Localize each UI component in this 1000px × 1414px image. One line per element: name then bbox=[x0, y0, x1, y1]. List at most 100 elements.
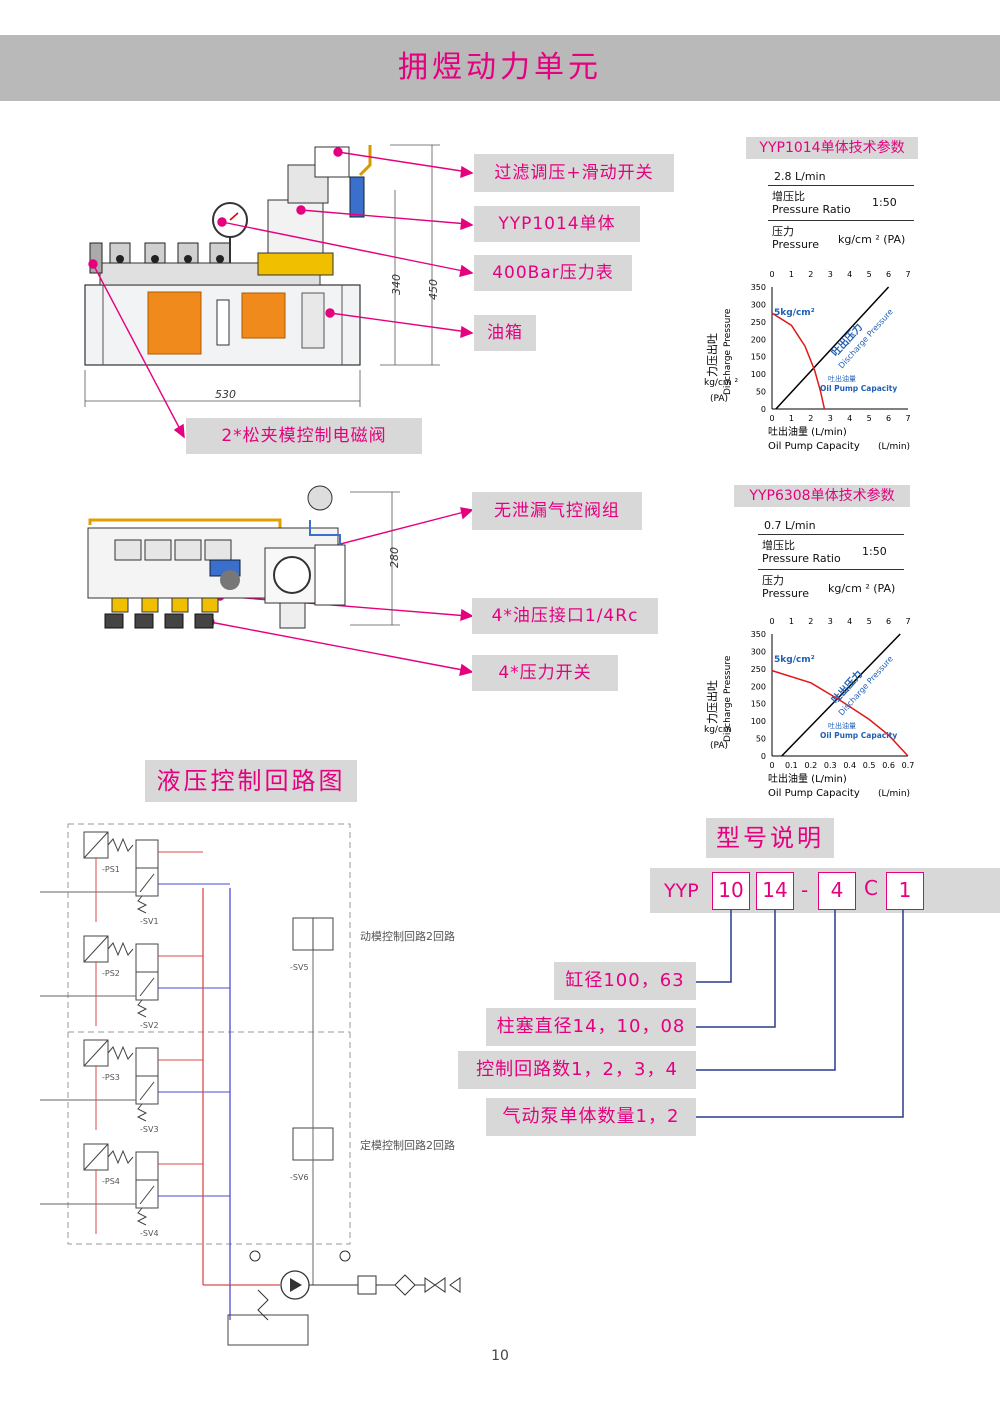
valve-arrow bbox=[139, 1081, 155, 1101]
callout-gauge: 400Bar压力表 bbox=[474, 255, 632, 291]
spec2-x-top-tick: 6 bbox=[886, 617, 891, 626]
spec2-press-unit: kg/cm ² (PA) bbox=[828, 582, 896, 595]
valve-arrow bbox=[139, 873, 155, 893]
spec1-x-top-tick: 0 bbox=[769, 270, 774, 279]
valve-arrow bbox=[139, 1185, 155, 1205]
spec1-press-row: 压力 Pressure kg/cm ² (PA) bbox=[768, 221, 914, 255]
spring-icon bbox=[107, 1045, 134, 1061]
spec1-curve-en: Oil Pump Capacity bbox=[820, 384, 897, 393]
spec1-flow: 2.8 L/min bbox=[768, 168, 914, 186]
spec1-press-unit: kg/cm ² (PA) bbox=[838, 233, 906, 246]
spec2-x-tick: 0.6 bbox=[882, 761, 895, 770]
spec2-tag-5kg: 5kg/cm² bbox=[774, 655, 815, 665]
callout-solenoid-valves: 2*松夹模控制电磁阀 bbox=[186, 418, 422, 454]
spec1-chart: 00112233445566770501001502002503003505kg… bbox=[704, 270, 911, 452]
spec2-press-en: Pressure bbox=[762, 587, 809, 600]
spec2-ratio-val: 1:50 bbox=[862, 545, 887, 558]
spec2-ratio-en: Pressure Ratio bbox=[762, 552, 841, 565]
spec1-y-tick: 150 bbox=[751, 353, 766, 362]
spec2-x-top-tick: 4 bbox=[847, 617, 852, 626]
spec1-y-tick: 250 bbox=[751, 318, 766, 327]
spec2-x-top-tick: 7 bbox=[905, 617, 910, 626]
spring-icon bbox=[107, 941, 134, 957]
hydraulic-circuit-diagram: -PS1-SV1-PS2-SV2-PS3-SV3-PS4-SV4 -SV5 -S… bbox=[40, 823, 461, 1346]
spec1-ratio-val: 1:50 bbox=[872, 196, 897, 209]
spec1-ratio-row: 增压比 Pressure Ratio 1:50 bbox=[768, 186, 914, 221]
model-desc-bore: 缸径100，63 bbox=[554, 962, 696, 1000]
spec2-x-tick: 0.5 bbox=[863, 761, 876, 770]
spec2-y-tick: 0 bbox=[761, 752, 766, 761]
spec1-press-en: Pressure bbox=[772, 238, 819, 251]
spec2-y-tick: 150 bbox=[751, 700, 766, 709]
spec2-title: YYP6308单体技术参数 bbox=[734, 485, 910, 507]
spec2-table: 0.7 L/min 增压比 Pressure Ratio 1:50 压力 Pre… bbox=[758, 517, 904, 604]
spec1-x-tick: 0 bbox=[769, 414, 774, 423]
spec1-x-label-cn: 吐出油量 (L/min) bbox=[768, 425, 847, 438]
spec1-ratio-en: Pressure Ratio bbox=[772, 203, 851, 216]
ps-label: -PS4 bbox=[102, 1177, 120, 1186]
spec2-flow: 0.7 L/min bbox=[758, 517, 904, 535]
spec2-y-label-cn: 力压出吐 bbox=[705, 680, 719, 724]
page-number: 10 bbox=[491, 1348, 509, 1364]
spec1-x-tick: 1 bbox=[789, 414, 794, 423]
model-desc-plunger: 柱塞直径14，10，08 bbox=[486, 1008, 696, 1046]
valve-spring-icon bbox=[136, 895, 148, 914]
spec1-y-tick: 350 bbox=[751, 283, 766, 292]
spec1-x-label-en: Oil Pump Capacity bbox=[768, 441, 860, 452]
spec2-x-tick: 0.1 bbox=[785, 761, 798, 770]
sv6-label: -SV6 bbox=[290, 1173, 309, 1182]
ps-label: -PS3 bbox=[102, 1073, 120, 1082]
model-desc-units: 气动泵单体数量1，2 bbox=[486, 1098, 696, 1136]
ps-label: -PS2 bbox=[102, 969, 120, 978]
spec2-y-unit: kg/cm bbox=[704, 725, 732, 735]
sv5-label: -SV5 bbox=[290, 963, 309, 972]
dim-280: 280 bbox=[388, 547, 401, 568]
sv-label: -SV3 bbox=[140, 1125, 159, 1134]
dim-450: 450 bbox=[427, 279, 440, 300]
power-unit-top-view: 280 bbox=[87, 485, 401, 629]
spec2-y-label-en: Discharge Pressure bbox=[723, 655, 733, 742]
valve-spring-icon bbox=[136, 1103, 148, 1122]
spec2-x-tick: 0 bbox=[769, 761, 774, 770]
spec1-y-tick: 0 bbox=[761, 405, 766, 414]
callout-pressure-switches: 4*压力开关 bbox=[472, 655, 618, 691]
spec2-chart: 000.110.220.330.440.550.660.770501001502… bbox=[704, 617, 914, 799]
spec1-y-tick: 50 bbox=[756, 388, 766, 397]
spec2-curve-en: Oil Pump Capacity bbox=[820, 731, 897, 740]
spec2-chart-plot: 000.110.220.330.440.550.660.770501001502… bbox=[704, 617, 914, 799]
callout-air-valve-group: 无泄漏气控阀组 bbox=[472, 492, 642, 530]
model-title: 型号说明 bbox=[706, 818, 834, 858]
spec1-series-discharge-pressure bbox=[775, 286, 890, 410]
ps-label: -PS1 bbox=[102, 865, 120, 874]
spec1-y-pa: (PA) bbox=[710, 394, 728, 404]
spec2-curve-cn: 吐出油量 bbox=[828, 721, 856, 730]
model-desc-circuits: 控制回路数1，2，3，4 bbox=[458, 1051, 696, 1089]
pressure-switch-diag bbox=[83, 1039, 109, 1067]
spec1-x-tick: 5 bbox=[867, 414, 872, 423]
spec1-x-tick: 7 bbox=[905, 414, 910, 423]
spec1-x-top-tick: 5 bbox=[867, 270, 872, 279]
pressure-switch-diag bbox=[83, 935, 109, 963]
spec1-x-tick: 3 bbox=[828, 414, 833, 423]
dim-530: 530 bbox=[215, 388, 236, 401]
spring-icon bbox=[107, 837, 134, 853]
spec2-x-tick: 0.3 bbox=[824, 761, 837, 770]
spec2-series-discharge-pressure bbox=[781, 633, 901, 757]
pressure-switch-diag bbox=[83, 1143, 109, 1171]
spec2-y-tick: 300 bbox=[751, 647, 766, 656]
model-part-bore: 10 bbox=[712, 872, 750, 910]
spec2-press-cn: 压力 bbox=[762, 574, 784, 587]
model-part-circuits: 4 bbox=[818, 872, 856, 910]
spec1-x-tick: 6 bbox=[886, 414, 891, 423]
spec1-y-tick: 200 bbox=[751, 335, 766, 344]
valve-box-bottom bbox=[135, 1075, 159, 1105]
spec1-press-cn: 压力 bbox=[772, 225, 794, 238]
valve-arrow bbox=[139, 977, 155, 997]
spec1-table: 2.8 L/min 增压比 Pressure Ratio 1:50 压力 Pre… bbox=[768, 168, 914, 255]
spec1-x-tick: 2 bbox=[808, 414, 813, 423]
spec2-x-top-tick: 5 bbox=[867, 617, 872, 626]
power-unit-front-view: 340 450 530 bbox=[84, 144, 440, 407]
spec1-x-top-tick: 3 bbox=[828, 270, 833, 279]
spec1-series-pump-capacity bbox=[771, 312, 826, 410]
